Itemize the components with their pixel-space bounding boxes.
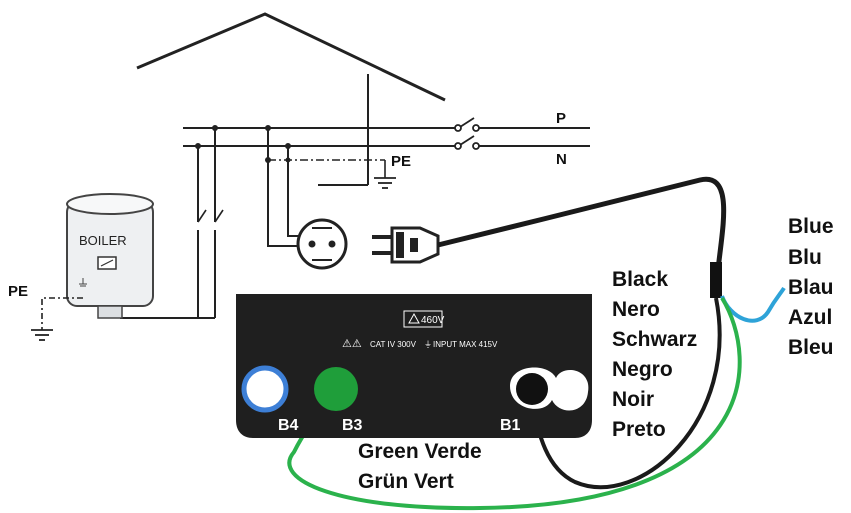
house-roof	[136, 12, 446, 102]
black-lead-name: Negro	[612, 358, 673, 381]
green-lead-labels: Green Verde Grün Vert	[358, 440, 482, 493]
boiler-switch	[197, 209, 224, 223]
panel-ground-icon: ⏚	[424, 340, 432, 349]
socket-wire-phase	[267, 128, 300, 247]
blue-lead-name: Azul	[788, 306, 832, 329]
blue-lead-name: Blu	[788, 246, 822, 269]
blue-lead-name: Blue	[788, 215, 834, 238]
pe-main-label: PE	[391, 153, 411, 170]
pe-main-ground-icon	[374, 177, 396, 189]
blue-lead-cable	[720, 286, 786, 323]
panel-voltage-label: 460V	[421, 315, 445, 326]
blue-lead-labels: Blue Blu Blau Azul Bleu	[788, 215, 834, 359]
black-lead-labels: Black Nero Schwarz Negro Noir Preto	[612, 268, 697, 441]
black-lead-name: Black	[612, 268, 668, 291]
blue-lead-name: Bleu	[788, 336, 834, 359]
terminal-b1	[510, 367, 589, 411]
boiler-label: BOILER	[79, 233, 127, 248]
black-lead-name: Preto	[612, 418, 666, 441]
terminal-b3-label: B3	[342, 417, 363, 434]
terminal-b4-label: B4	[278, 417, 299, 434]
boiler	[66, 193, 154, 319]
blue-lead-name: Blau	[788, 276, 834, 299]
black-lead-name: Schwarz	[612, 328, 697, 351]
terminal-b4	[241, 365, 289, 413]
lead-splitter	[710, 262, 722, 298]
socket-outlet-icon	[296, 218, 348, 270]
pe-boiler-ground-icon	[31, 329, 53, 341]
black-lead-name: Noir	[612, 388, 654, 411]
plug-icon	[372, 226, 440, 264]
terminal-b1-label: B1	[500, 417, 521, 434]
black-lead-b1	[530, 297, 722, 490]
pe-boiler-label: PE	[8, 283, 28, 300]
phase-label: P	[556, 110, 566, 127]
black-lead-cable	[437, 176, 727, 271]
green-lead-name: Green Verde	[358, 440, 482, 463]
green-lead-cable	[287, 296, 742, 511]
panel-warning-icons: ⚠⚠	[342, 338, 362, 350]
terminal-b3	[314, 367, 358, 411]
black-lead-name: Nero	[612, 298, 660, 321]
green-lead-name: Grün Vert	[358, 470, 454, 493]
panel-input-label: INPUT MAX 415V	[433, 340, 498, 349]
neutral-label: N	[556, 151, 567, 168]
panel-cat-label: CAT IV 300V	[370, 340, 417, 349]
main-switch	[454, 117, 480, 150]
